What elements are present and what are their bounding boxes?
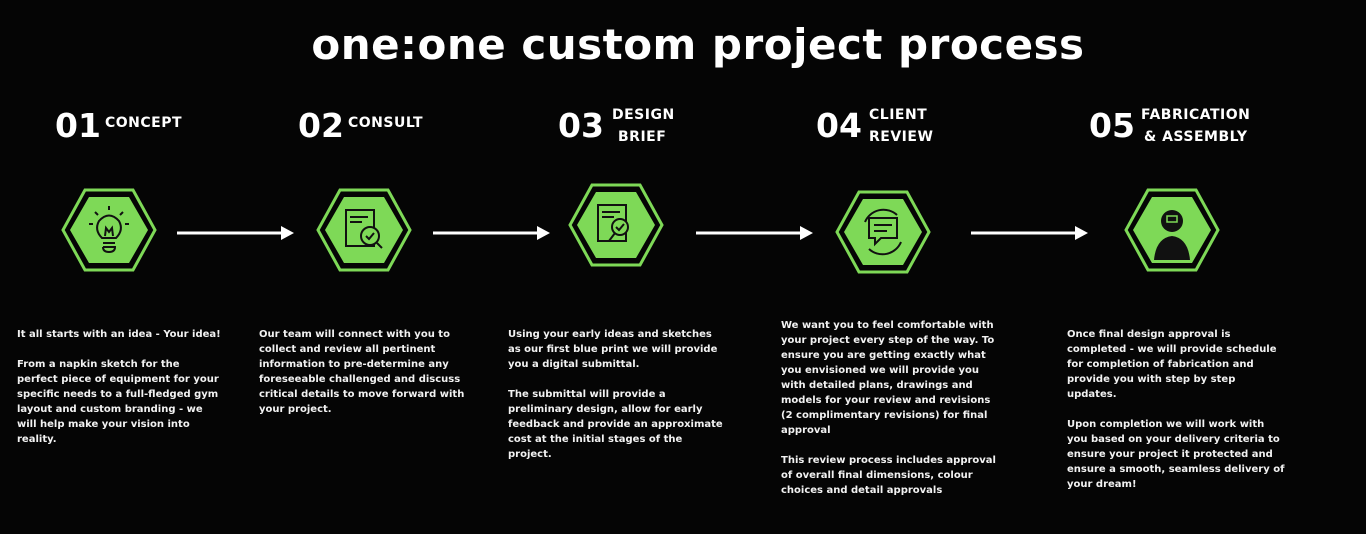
arrow-right-icon bbox=[177, 226, 294, 240]
step-number: 04 bbox=[816, 106, 862, 145]
step-number: 05 bbox=[1089, 106, 1135, 145]
step-label: CONCEPT bbox=[105, 115, 183, 131]
step-description: Our team will connect with you to collec… bbox=[259, 329, 465, 415]
chat-review-icon bbox=[835, 190, 931, 274]
step-label: FABRICATION& ASSEMBLY bbox=[1141, 107, 1251, 145]
arrow-right-icon bbox=[433, 226, 550, 240]
step-number: 03 bbox=[558, 106, 604, 145]
step-description: We want you to feel comfortable with you… bbox=[781, 320, 996, 496]
step-label: CONSULT bbox=[348, 115, 423, 131]
arrow-right-icon bbox=[696, 226, 813, 240]
step-number: 02 bbox=[298, 106, 344, 145]
document-review-icon bbox=[316, 188, 412, 272]
page-title: one:one custom project process bbox=[311, 20, 1085, 69]
lightbulb-icon bbox=[61, 188, 157, 272]
welder-icon bbox=[1124, 188, 1220, 272]
document-search-icon bbox=[568, 183, 664, 267]
step-description: It all starts with an idea - Your idea!F… bbox=[17, 329, 221, 445]
step-description: Using your early ideas and sketches as o… bbox=[508, 329, 723, 460]
arrow-right-icon bbox=[971, 226, 1088, 240]
step-description: Once final design approval is completed … bbox=[1067, 329, 1285, 490]
step-number: 01 bbox=[55, 106, 101, 145]
